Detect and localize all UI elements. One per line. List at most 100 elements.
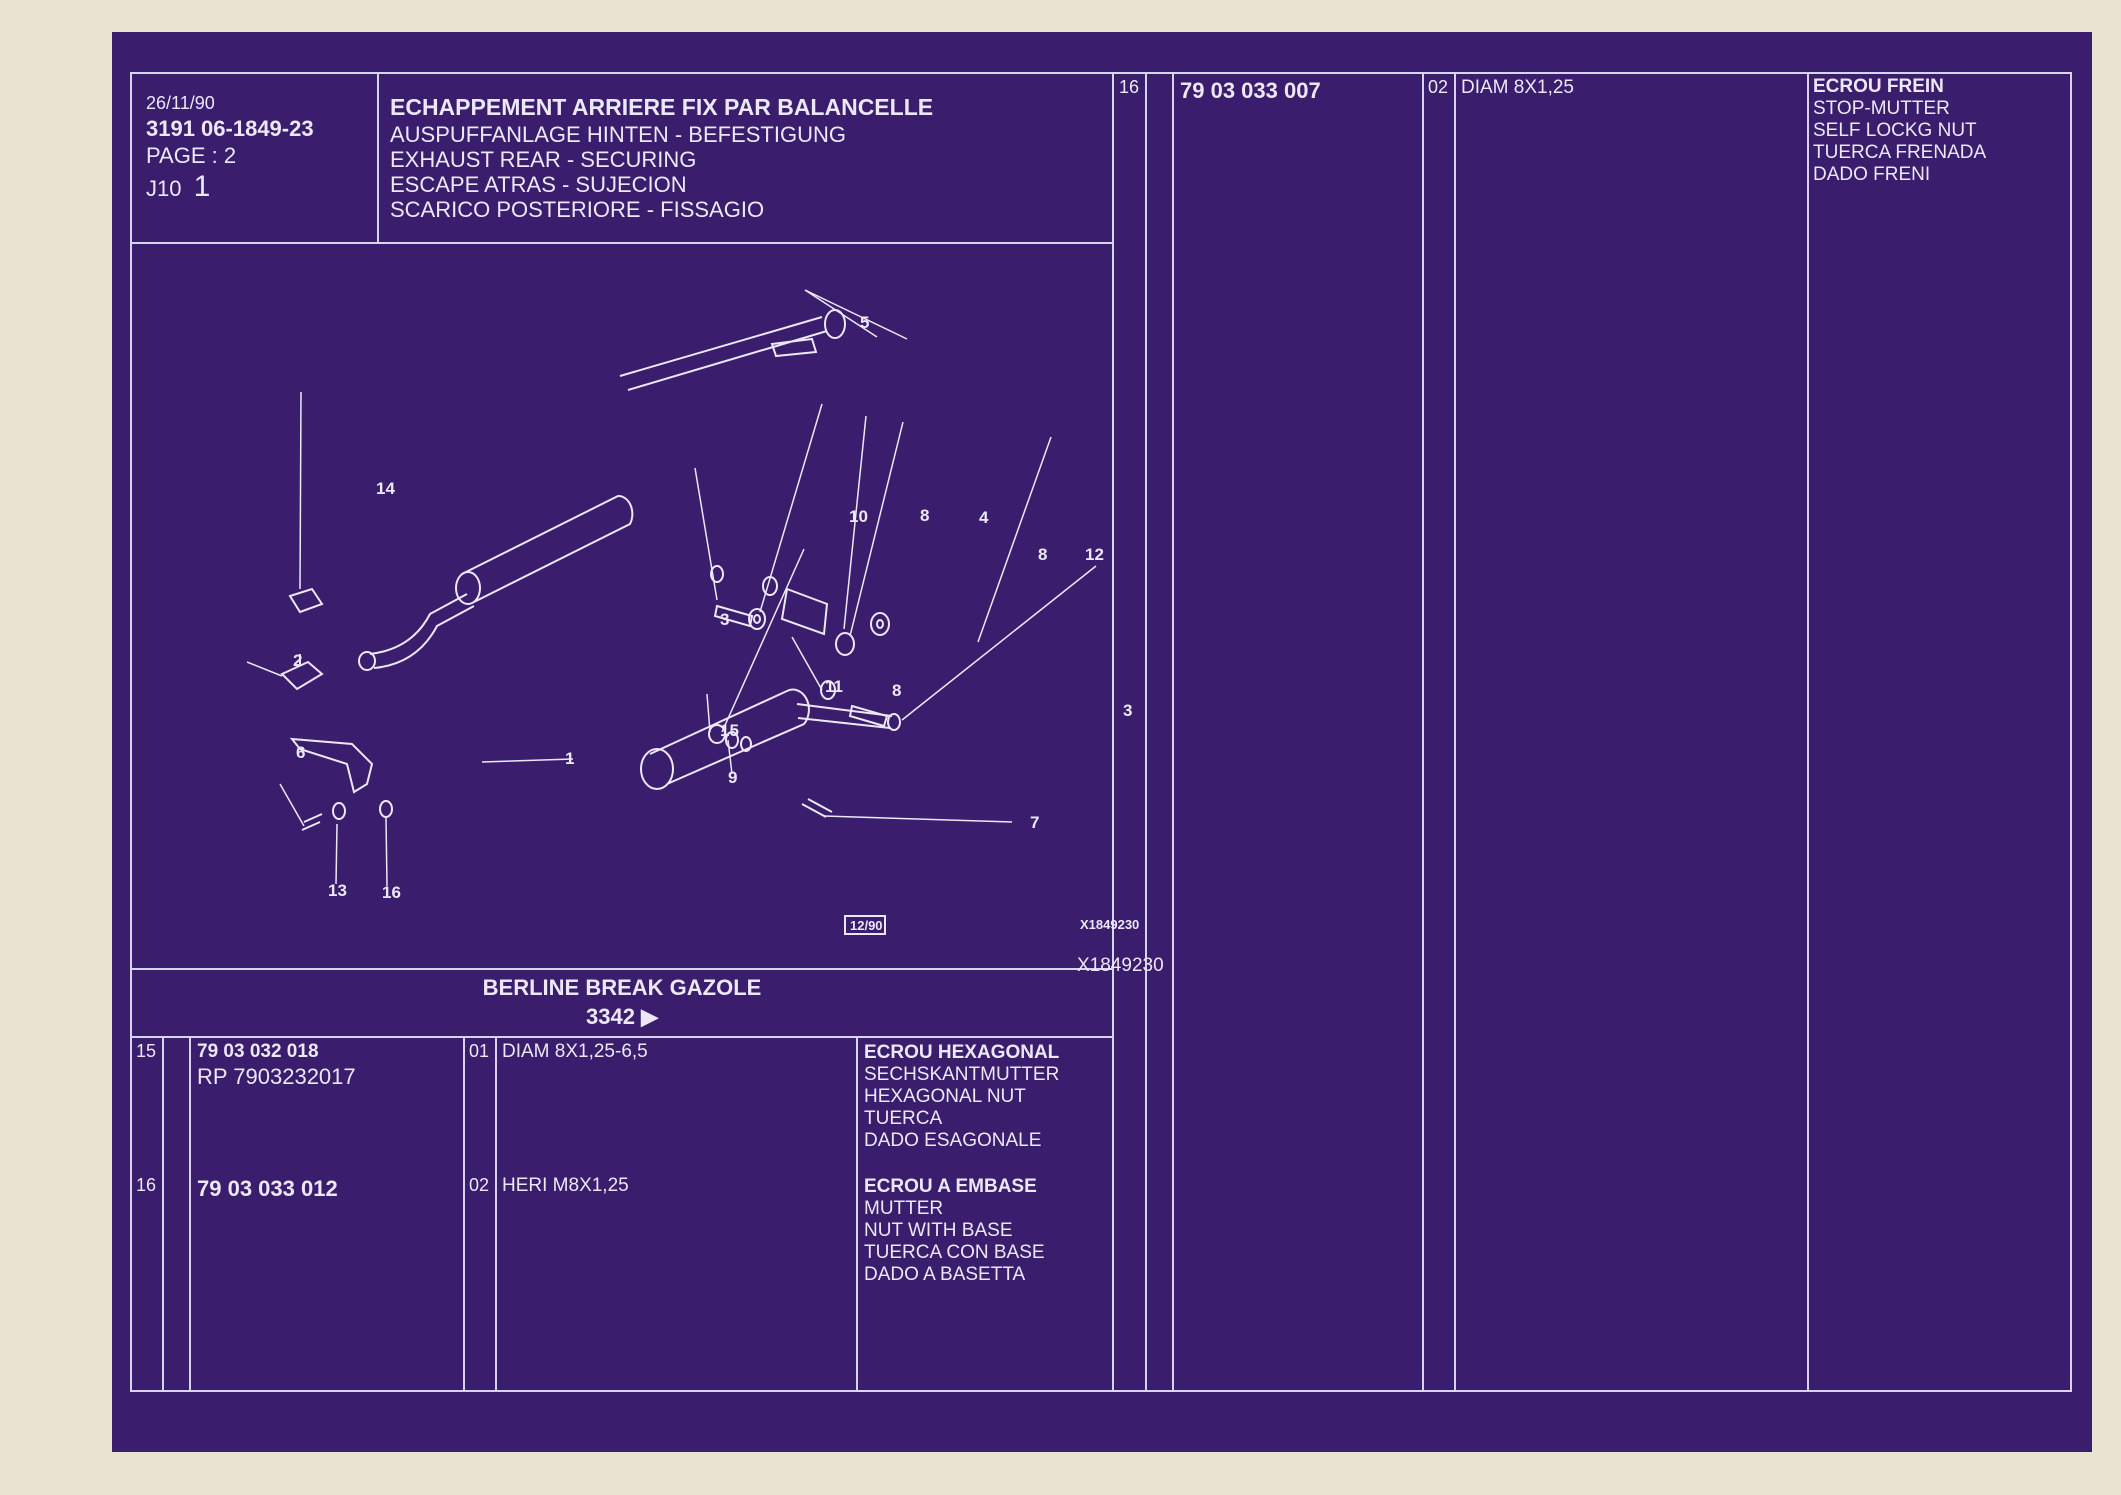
callout-label: 11 [825, 677, 843, 696]
title-de: AUSPUFFANLAGE HINTEN - BEFESTIGUNG [390, 122, 846, 147]
callout-label: 4 [979, 508, 989, 527]
specification: DIAM 8X1,25-6,5 [502, 1041, 648, 1062]
stamp-box [844, 915, 886, 935]
header-date: 26/11/90 [146, 93, 215, 113]
desc-de: SECHSKANTMUTTER [864, 1064, 1060, 1085]
callout-label: 8 [892, 681, 901, 700]
variant-number: 3342 [586, 1004, 635, 1029]
sheet-frame [130, 72, 2072, 1392]
quantity: 01 [469, 1041, 490, 1061]
desc-es: TUERCA [864, 1108, 943, 1129]
left-panel-divider [1112, 72, 1114, 1392]
diagram-code: X1849230 [1077, 955, 1164, 976]
part-6-bolt [301, 813, 323, 831]
diagram-code-small: X1849230 [1080, 917, 1139, 932]
desc-it: DADO FRENI [1813, 164, 1931, 185]
exhaust-exploded-diagram: 5 14 10 8 4 8 12 3 2 8 3 11 15 9 6 1 7 1… [246, 289, 1164, 976]
desc-fr: ECROU FREIN [1813, 76, 1944, 97]
item-number: 16 [1119, 77, 1140, 97]
title-es: ESCAPE ATRAS - SUJECION [390, 172, 687, 197]
variant-bottom-rule [130, 1036, 1114, 1038]
table-col-line [1172, 72, 1174, 1392]
part-3-spacer-rear [848, 704, 889, 728]
rear-pipe [369, 593, 475, 669]
middle-silencer [461, 494, 634, 603]
callout-label: 8 [920, 506, 929, 525]
header-column-divider [377, 72, 379, 243]
callout-label: 3 [720, 610, 729, 629]
part-4-hanger [780, 587, 829, 636]
tail-pipe [796, 703, 893, 729]
part-7-bolt [801, 798, 833, 818]
part-number: 79 03 033 007 [1180, 78, 1321, 103]
table-col-line [189, 1036, 191, 1392]
desc-en: SELF LOCKG NUT [1813, 120, 1977, 141]
part-number: 79 03 032 018 [197, 1041, 319, 1062]
table-col-line [1145, 72, 1147, 1392]
model-code: J10 [146, 176, 182, 201]
desc-en: NUT WITH BASE [864, 1220, 1013, 1241]
callout-label: 5 [860, 313, 869, 332]
desc-it: DADO ESAGONALE [864, 1130, 1042, 1151]
callout-label: 12 [1085, 545, 1104, 564]
part-3-spacer [713, 604, 754, 628]
part-description: ECROU FREIN STOP-MUTTER SELF LOCKG NUT T… [1813, 76, 1986, 186]
part-14-clip [288, 587, 324, 614]
callout-label: 9 [728, 768, 737, 787]
callout-label: 7 [1030, 813, 1039, 832]
desc-de: STOP-MUTTER [1813, 98, 1950, 119]
callout-label: 14 [376, 479, 395, 498]
diagram-bottom-rule [130, 968, 1114, 970]
table-col-line [1422, 72, 1424, 1392]
callout-label: 15 [720, 721, 739, 740]
callout-label: 6 [296, 743, 305, 762]
variant-name: BERLINE BREAK GAZOLE [482, 975, 762, 1000]
desc-de: MUTTER [864, 1198, 944, 1219]
table-col-line [1807, 72, 1809, 1392]
callout-label: 13 [328, 881, 347, 900]
specification: HERI M8X1,25 [502, 1175, 629, 1196]
part-description: ECROU HEXAGONAL SECHSKANTMUTTER HEXAGONA… [864, 1042, 1059, 1152]
header-model-code: J10 1 [146, 172, 210, 202]
quantity: 02 [1428, 77, 1449, 97]
table-col-line [463, 1036, 465, 1392]
desc-es: TUERCA CON BASE [864, 1242, 1045, 1263]
desc-es: TUERCA FRENADA [1813, 142, 1987, 163]
table-col-line [1454, 72, 1456, 1392]
desc-fr: ECROU A EMBASE [864, 1176, 1037, 1197]
model-index: 1 [193, 170, 211, 203]
microfiche-sheet: 26/11/90 3191 06-1849-23 PAGE : 2 J10 1 … [112, 32, 2092, 1452]
table-col-line [495, 1036, 497, 1392]
table-col-line [162, 1036, 164, 1392]
part-description: ECROU A EMBASE MUTTER NUT WITH BASE TUER… [864, 1176, 1045, 1286]
item-number: 15 [136, 1041, 157, 1061]
callout-label: 1 [565, 749, 574, 768]
callout-label: 3 [1123, 701, 1132, 720]
replacement-ref: RP 7903232017 [197, 1064, 356, 1089]
part-number: 79 03 033 012 [197, 1176, 338, 1201]
variant-number-row: 3342 ▶ [130, 1006, 1114, 1028]
quantity: 02 [469, 1175, 490, 1195]
diagram-stamp: 12/90 [850, 918, 883, 933]
play-arrow-icon: ▶ [641, 1004, 658, 1029]
part-1-bracket [289, 737, 374, 794]
rear-silencer [649, 688, 810, 785]
table-col-line [856, 1036, 858, 1392]
title-it: SCARICO POSTERIORE - FISSAGIO [390, 197, 765, 222]
desc-it: DADO A BASETTA [864, 1264, 1026, 1285]
title-fr: ECHAPPEMENT ARRIERE FIX PAR BALANCELLE [390, 94, 934, 120]
desc-fr: ECROU HEXAGONAL [864, 1042, 1060, 1063]
header-reference: 3191 06-1849-23 [146, 116, 314, 141]
callout-label: 8 [1038, 545, 1047, 564]
callout-label: 2 [293, 651, 302, 670]
part-2-rubber-mount [280, 660, 324, 691]
callout-label: 16 [382, 883, 401, 902]
header-divider [130, 242, 1114, 244]
specification: DIAM 8X1,25 [1461, 77, 1574, 98]
desc-en: HEXAGONAL NUT [864, 1086, 1026, 1107]
title-en: EXHAUST REAR - SECURING [390, 147, 697, 172]
header-page: PAGE : 2 [146, 143, 237, 168]
item-number: 16 [136, 1175, 157, 1195]
callout-label: 10 [849, 507, 868, 526]
pipe-bracket [770, 337, 818, 358]
